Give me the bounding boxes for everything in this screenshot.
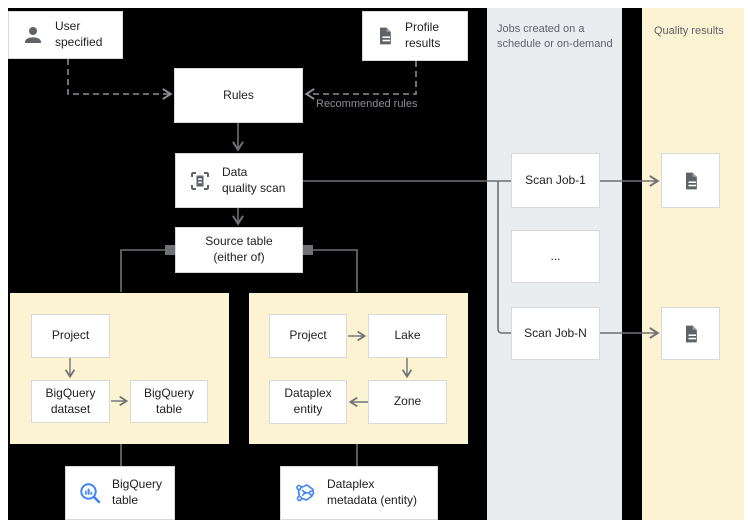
node-label: Lake [394, 328, 421, 343]
recommended-rules-label: Recommended rules [316, 98, 418, 110]
node-label: Scan Job-1 [525, 172, 586, 187]
node-project-dataplex: Project [269, 314, 347, 358]
node-label: Source table (either of) [205, 234, 273, 264]
node-dataplex-entity: Dataplex entity [269, 380, 347, 424]
node-project-bigquery: Project [31, 314, 110, 358]
node-label: BigQuery dataset [45, 385, 96, 416]
dataplex-icon [293, 481, 317, 505]
node-label: Rules [223, 87, 254, 102]
node-scan-job-1: Scan Job-1 [511, 153, 600, 208]
bigquery-icon [78, 481, 102, 505]
node-bigquery-dataset: BigQuery dataset [31, 380, 110, 423]
node-label: Dataplex entity [284, 386, 332, 416]
node-label: ... [550, 248, 561, 263]
node-label: Zone [393, 394, 422, 409]
scan-icon [188, 169, 212, 193]
node-lake: Lake [368, 314, 447, 358]
document-icon [375, 26, 395, 46]
node-label: Project [51, 328, 90, 343]
node-scan-job-ellipsis: ... [511, 230, 600, 283]
node-label: Data quality scan [222, 164, 286, 195]
node-label: BigQuery table [143, 385, 195, 416]
node-bigquery-table-inner: BigQuery table [130, 380, 208, 423]
node-quality-result-1 [661, 153, 720, 208]
node-source-table: Source table (either of) [175, 227, 303, 273]
node-dataplex-metadata: Dataplex metadata (entity) [280, 466, 438, 520]
node-quality-result-n [661, 307, 720, 360]
node-label: Project [289, 328, 327, 343]
node-label: User specified [55, 19, 103, 49]
document-icon [681, 171, 701, 191]
person-icon [21, 23, 45, 47]
document-icon [681, 324, 701, 344]
node-label: Dataplex metadata (entity) [327, 477, 418, 507]
node-label: Scan Job-N [524, 325, 587, 340]
node-zone: Zone [368, 380, 447, 424]
node-user-specified: User specified [8, 11, 123, 59]
node-data-quality-scan: Data quality scan [175, 153, 303, 208]
node-label: BigQuery table [112, 477, 163, 507]
jobs-panel-title: Jobs created on a schedule or on-demand [497, 23, 613, 50]
node-profile-results: Profile results [362, 11, 468, 61]
node-rules: Rules [174, 68, 303, 123]
quality-results-panel-title: Quality results [654, 25, 724, 37]
quality-results-panel: Quality results [642, 8, 744, 520]
node-scan-job-n: Scan Job-N [511, 307, 600, 360]
node-label: Profile results [405, 20, 441, 50]
node-bigquery-table: BigQuery table [65, 466, 175, 520]
